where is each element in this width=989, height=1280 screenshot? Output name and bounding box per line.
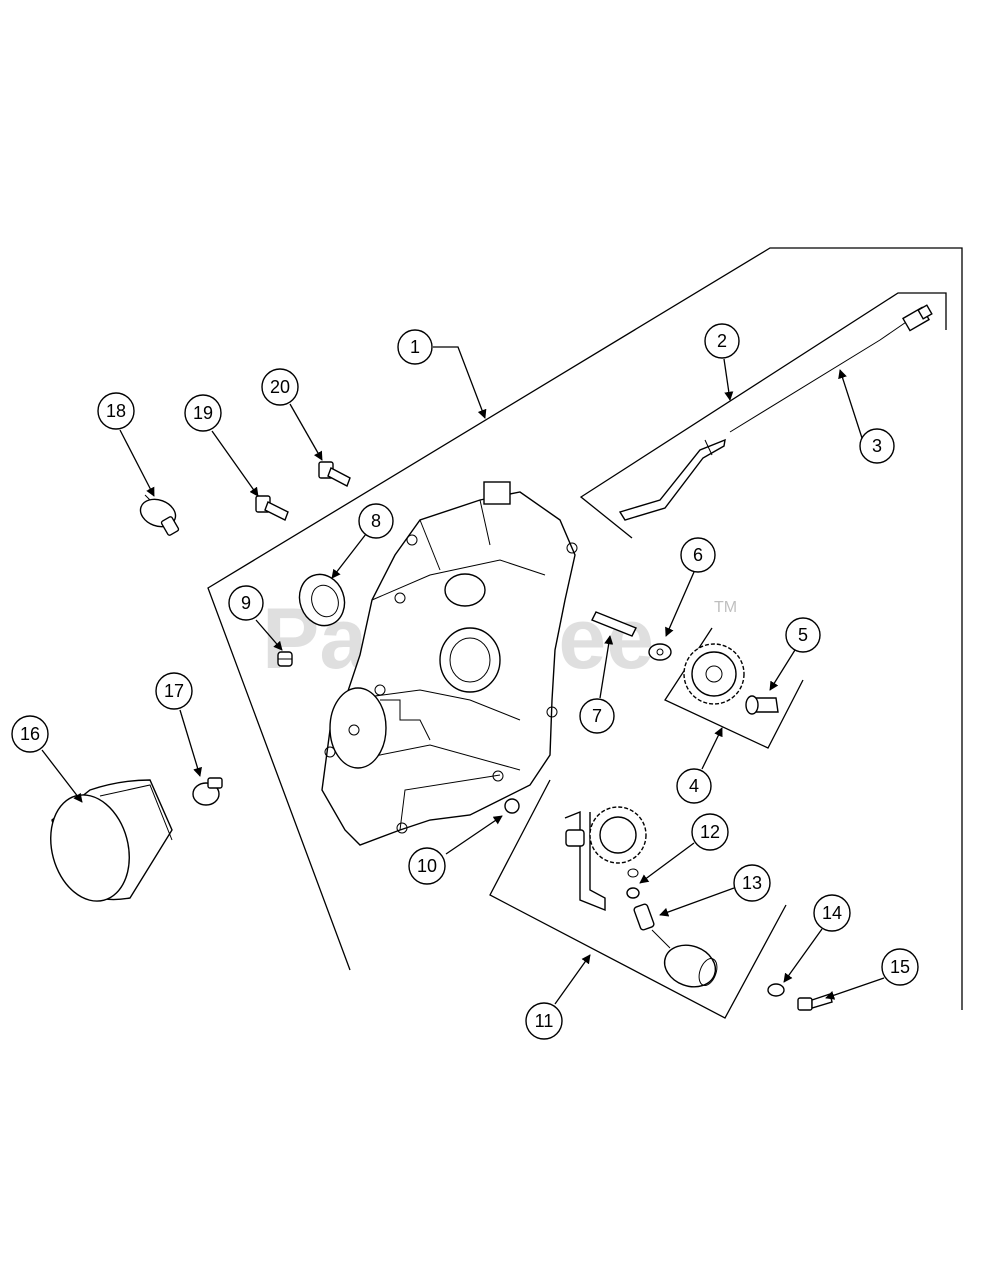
shaft (745, 695, 779, 715)
leader-2 (723, 358, 734, 401)
callout-1: 1 (397, 329, 433, 365)
leader-7 (599, 635, 614, 699)
callout-10: 10 (408, 847, 446, 885)
leader-15 (825, 977, 885, 1000)
dipstick-frame (579, 292, 947, 539)
leader-19 (211, 430, 259, 497)
callout-label-1: 1 (410, 337, 420, 357)
dipstick-tube (729, 304, 933, 433)
callout-label-20: 20 (270, 377, 290, 397)
callout-label-3: 3 (872, 436, 882, 456)
dipstick (618, 438, 726, 521)
callout-3: 3 (859, 428, 895, 464)
governor-assembly (564, 806, 647, 912)
callout-9: 9 (228, 585, 264, 621)
callout-8: 8 (358, 503, 394, 539)
callout-2: 2 (704, 323, 740, 359)
callout-label-12: 12 (700, 822, 720, 842)
bolt-19 (255, 495, 289, 521)
watermark-tm: TM (714, 599, 737, 616)
leader-10 (445, 815, 503, 855)
callout-label-6: 6 (693, 545, 703, 565)
callouts: 1 2 3 4 5 6 7 8 9 10 11 12 13 14 15 16 1… (11, 323, 919, 1040)
callout-label-14: 14 (822, 903, 842, 923)
plug-9 (277, 651, 293, 667)
callout-label-11: 11 (535, 1011, 554, 1031)
leader-16 (41, 749, 83, 803)
drain-plug (192, 777, 223, 806)
washer-6 (648, 643, 672, 661)
callout-20: 20 (261, 368, 299, 406)
callout-15: 15 (881, 948, 919, 986)
callout-6: 6 (680, 537, 716, 573)
callout-18: 18 (97, 392, 135, 430)
callout-13: 13 (733, 864, 771, 902)
callout-label-9: 9 (241, 593, 251, 613)
leader-9 (255, 619, 283, 651)
leader-20 (289, 403, 323, 461)
callout-label-15: 15 (890, 957, 910, 977)
callout-label-10: 10 (417, 856, 437, 876)
leader-1 (433, 346, 487, 419)
leader-lines (41, 346, 885, 1005)
governor-sleeve (633, 903, 718, 988)
callout-label-5: 5 (798, 625, 808, 645)
callout-label-13: 13 (742, 873, 762, 893)
gear (683, 643, 745, 705)
o-ring (504, 798, 520, 814)
washer-14 (767, 983, 785, 997)
assembly-frame (207, 247, 963, 1010)
oil-filter (50, 779, 173, 902)
leader-11 (554, 954, 591, 1005)
callout-16: 16 (11, 715, 49, 753)
callout-4: 4 (676, 768, 712, 804)
callout-label-4: 4 (689, 776, 699, 796)
callout-label-2: 2 (717, 331, 727, 351)
leader-17 (179, 709, 202, 777)
leader-14 (783, 928, 823, 983)
callout-19: 19 (184, 394, 222, 432)
leader-3 (838, 369, 863, 439)
bolt-20 (318, 461, 351, 487)
callout-7: 7 (579, 698, 615, 734)
oil-pressure-switch (139, 494, 180, 536)
callout-label-17: 17 (164, 681, 184, 701)
leader-18 (119, 429, 155, 497)
bolt-15 (797, 993, 833, 1011)
oil-seal (298, 573, 346, 627)
callout-12: 12 (691, 813, 729, 851)
governor-frame (489, 779, 787, 1019)
dowel-pin (591, 611, 637, 637)
leader-12 (639, 842, 695, 884)
leader-5 (769, 649, 796, 691)
callout-label-16: 16 (20, 724, 40, 744)
callout-label-19: 19 (193, 403, 213, 423)
callout-11: 11 (525, 1002, 563, 1040)
callout-label-18: 18 (106, 401, 126, 421)
leader-13 (659, 887, 735, 917)
callout-label-7: 7 (592, 706, 602, 726)
leader-4 (701, 727, 723, 770)
spacer-12 (626, 868, 640, 899)
callout-14: 14 (813, 894, 851, 932)
leader-8 (331, 533, 367, 579)
leader-6 (665, 571, 695, 637)
crankcase-cover (321, 481, 578, 846)
callout-17: 17 (155, 672, 193, 710)
callout-label-8: 8 (371, 511, 381, 531)
callout-5: 5 (785, 617, 821, 653)
